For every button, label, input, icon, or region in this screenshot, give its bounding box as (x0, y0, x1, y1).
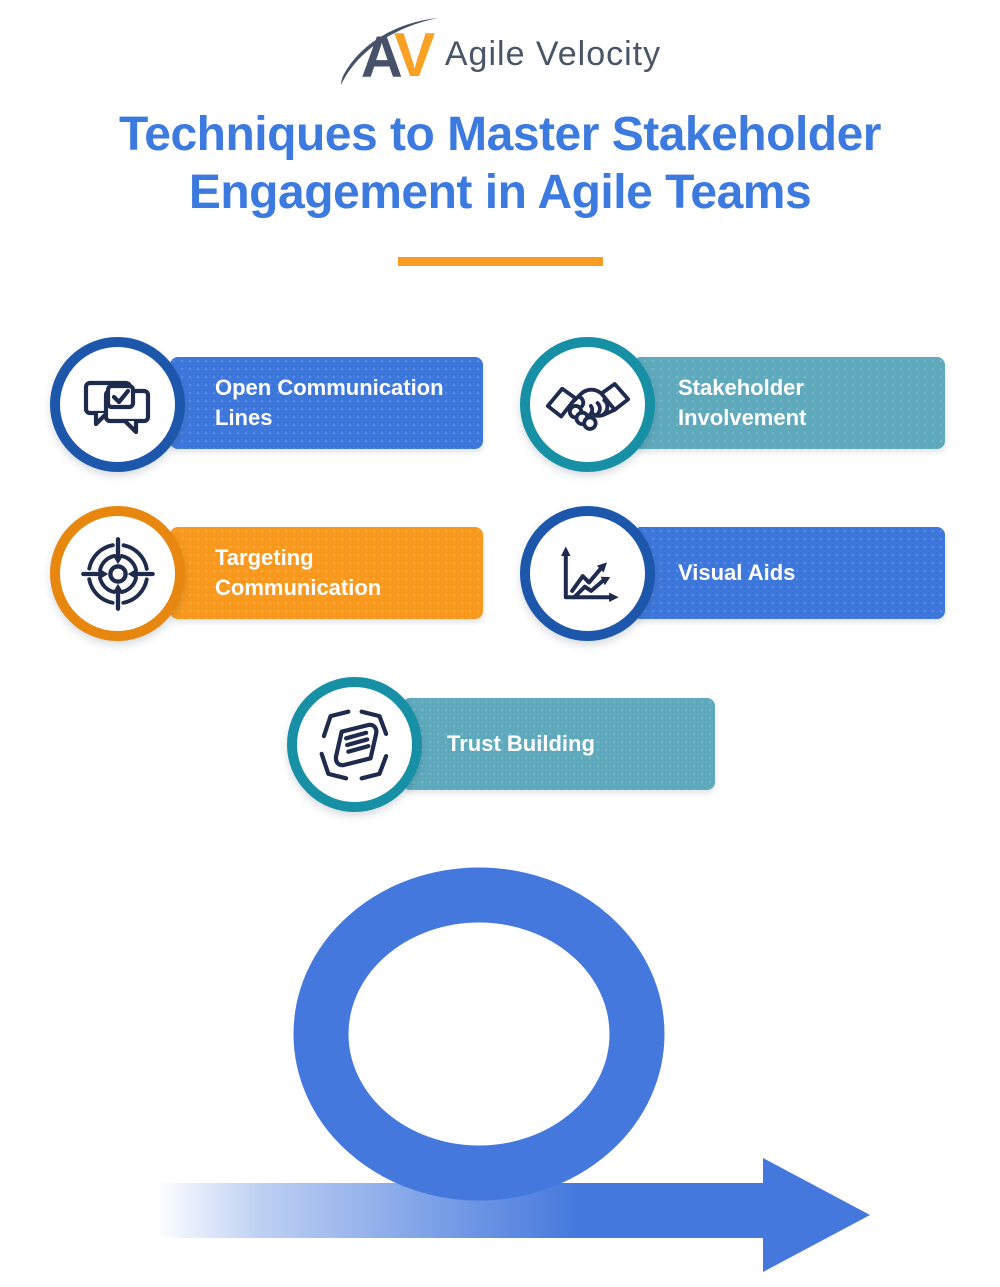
target-icon (80, 536, 155, 611)
hands-together-icon (319, 709, 388, 780)
line-chart-icon (560, 546, 619, 602)
technique-label: Visual Aids (678, 560, 796, 585)
loop-arrowhead (763, 1158, 870, 1272)
page-title-line2: Engagement in Agile Teams (188, 166, 812, 219)
banner: Trust Building (402, 698, 715, 790)
banner: Open Communication Lines (170, 357, 483, 449)
banner: Stakeholder Involvement (633, 357, 945, 449)
icon-circle (520, 337, 655, 472)
technique-label: Trust Building (447, 731, 595, 756)
loop-ring (293, 867, 665, 1201)
banner: Visual Aids (633, 527, 945, 619)
agile-sprint-loop-arrow (100, 850, 900, 1287)
loop-arrow-graphic (155, 867, 870, 1272)
icon-circle (50, 337, 185, 472)
title-underline (398, 257, 603, 266)
agile-velocity-logo-mark: A V (339, 15, 439, 93)
icon-circle (287, 677, 422, 812)
logo-letter-a: A (360, 25, 403, 90)
page-title: Techniques to Master Stakeholder Engagem… (0, 106, 1000, 222)
logo: A V Agile Velocity (0, 14, 1000, 94)
page-title-line1: Techniques to Master Stakeholder (119, 108, 881, 161)
logo-company-name: Agile Velocity (444, 34, 662, 73)
technique-label: Targeting Communication (215, 545, 382, 600)
handshake-icon (545, 381, 630, 431)
banner: Targeting Communication (170, 527, 483, 619)
icon-circle (520, 506, 655, 641)
technique-label: Stakeholder Involvement (678, 375, 807, 430)
logo-letter-v: V (393, 21, 436, 90)
icon-circle (50, 506, 185, 641)
technique-label: Open Communication Lines (215, 375, 444, 430)
chat-check-icon (83, 380, 150, 434)
